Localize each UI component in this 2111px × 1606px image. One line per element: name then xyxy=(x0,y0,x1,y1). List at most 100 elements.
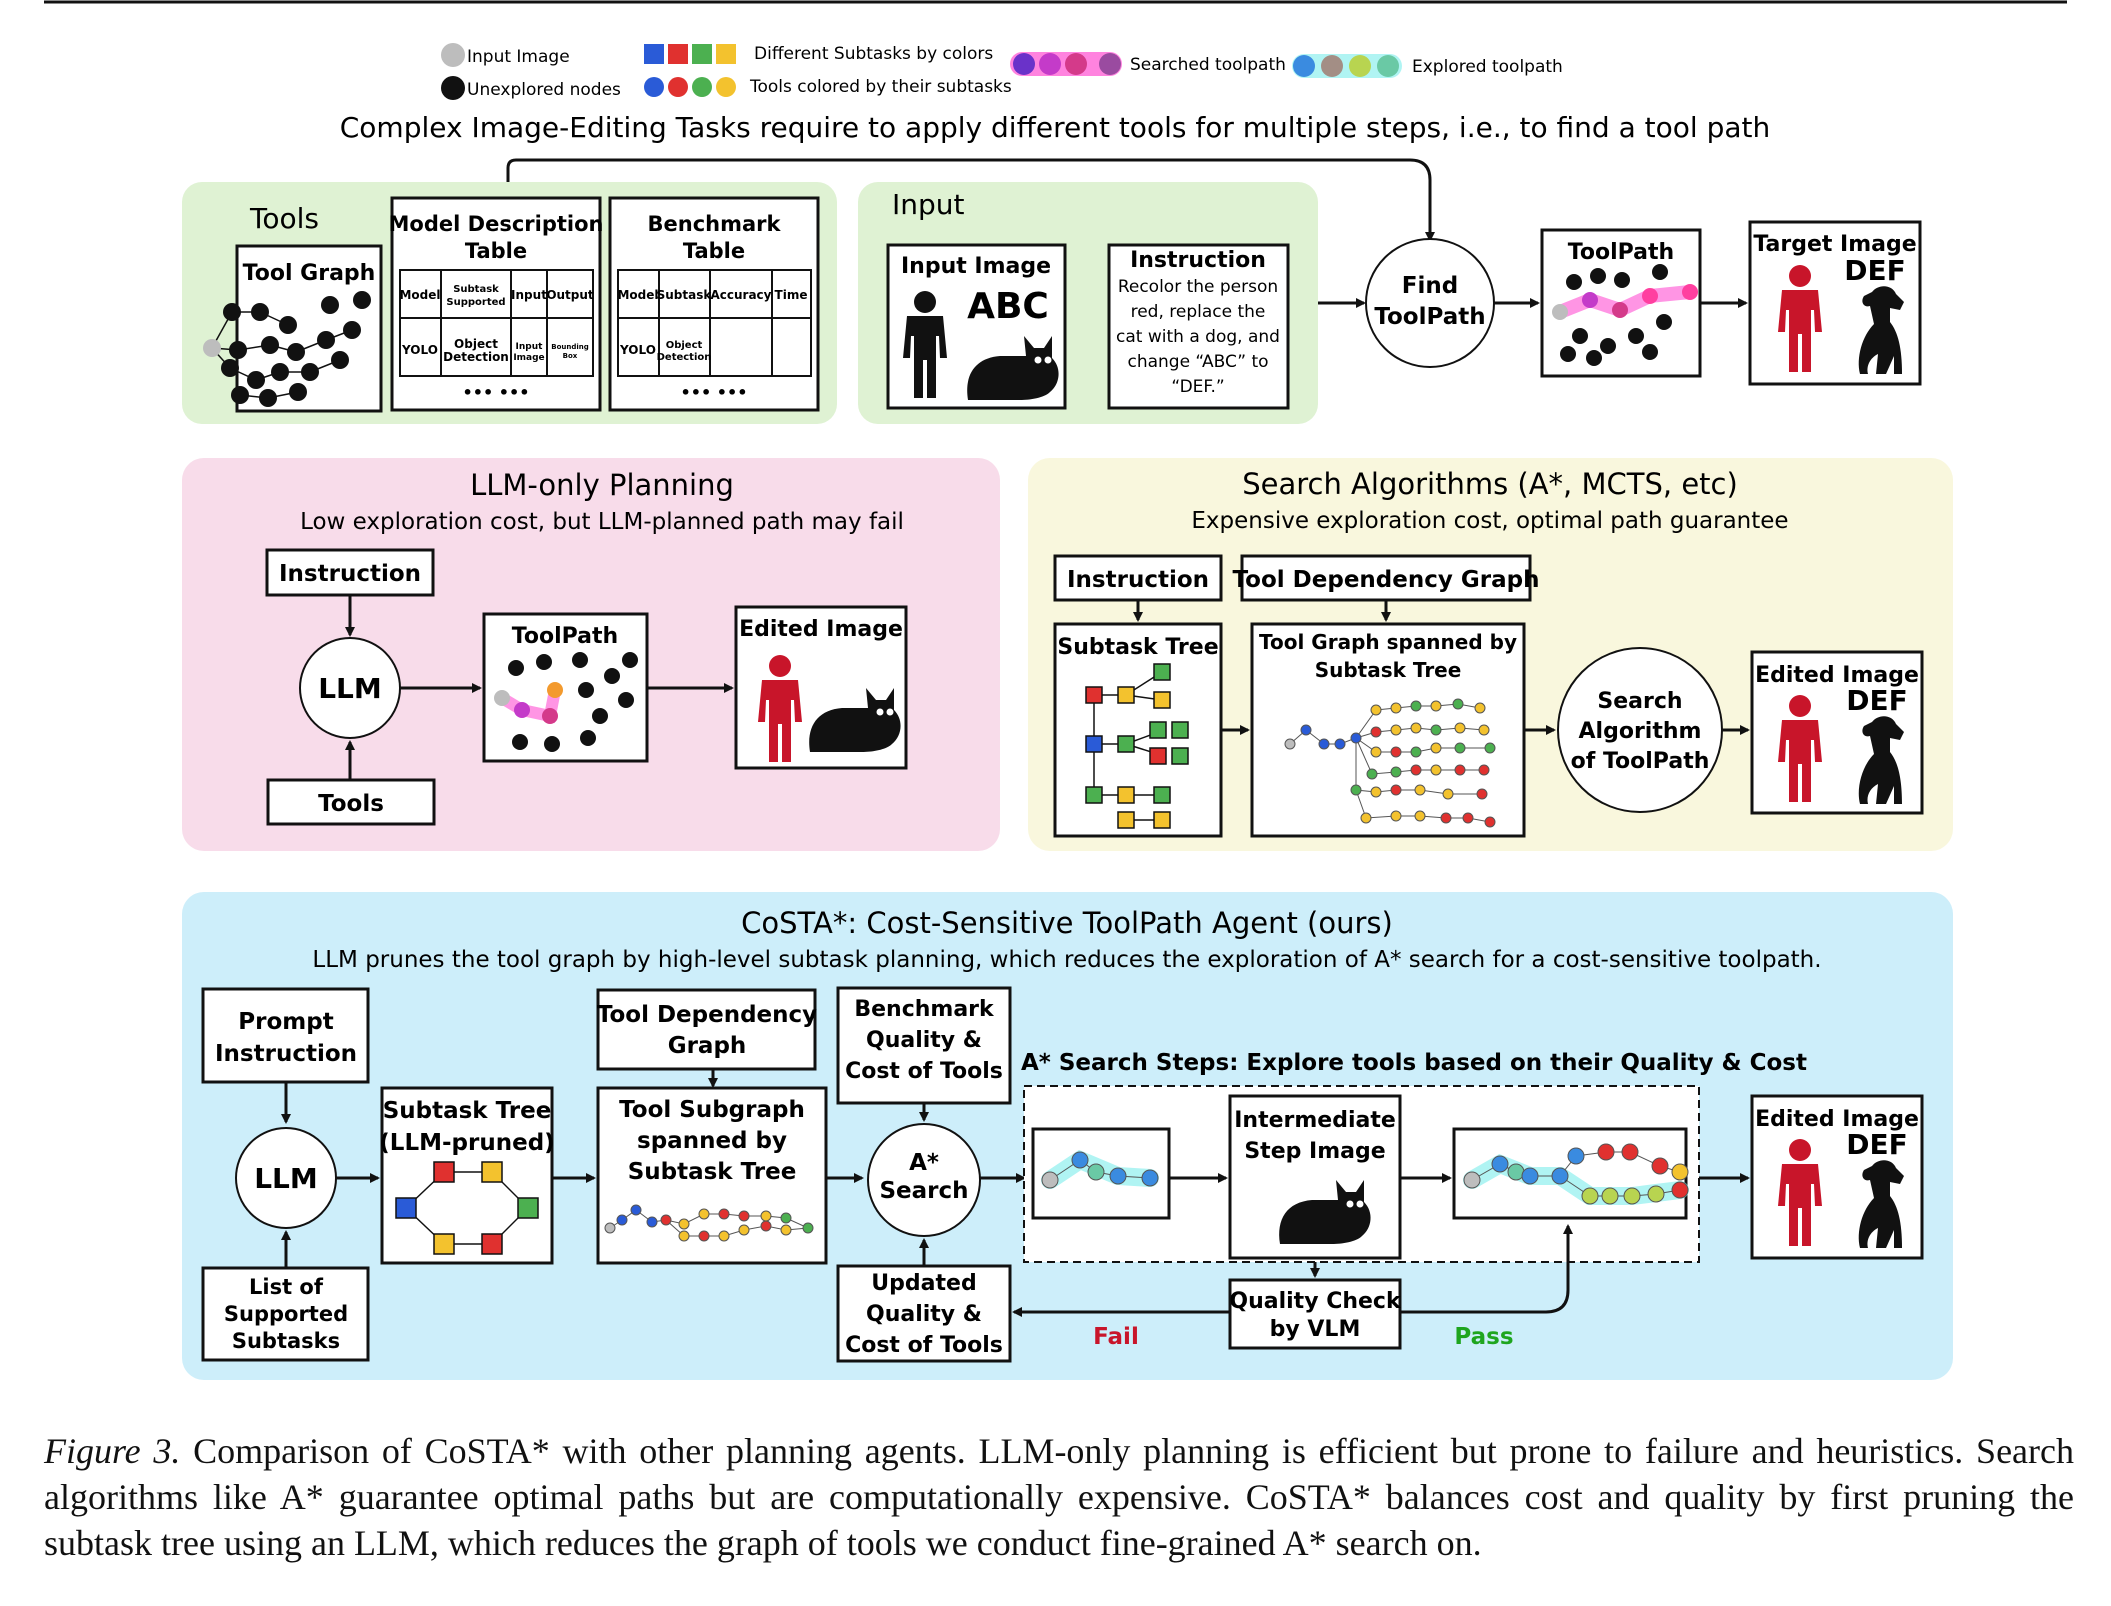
costa-tool-subgraph-label-1: Tool Subgraph xyxy=(619,1097,805,1123)
model-desc-header-supported: Supported xyxy=(446,297,505,308)
find-toolpath-label-1: Find xyxy=(1402,273,1458,299)
toolpath-label: ToolPath xyxy=(1568,240,1674,265)
model-desc-cell-image: Image xyxy=(513,353,544,363)
benchmark-header-time: Time xyxy=(775,288,808,302)
search-panel-subtitle: Expensive exploration cost, optimal path… xyxy=(1191,508,1788,534)
search-tool-graph-label-1: Tool Graph spanned by xyxy=(1259,630,1517,654)
instruction-line-1: Recolor the person xyxy=(1118,277,1278,297)
instruction-line-3: cat with a dog, and xyxy=(1116,327,1280,347)
tool-graph-label: Tool Graph xyxy=(243,261,376,286)
llm-toolpath-box xyxy=(482,612,649,763)
llm-edited-image-label: Edited Image xyxy=(739,617,903,642)
benchmark-grid xyxy=(617,269,812,377)
caption-text: Comparison of CoSTA* with other planning… xyxy=(44,1431,2074,1563)
model-desc-cell-detection: Detection xyxy=(443,350,509,364)
costa-supported-label-1: List of xyxy=(249,1275,324,1299)
search-tool-graph-nodes xyxy=(1284,698,1496,828)
search-edited-def-text: DEF xyxy=(1846,684,1908,717)
legend-unexplored-nodes: Unexplored nodes xyxy=(467,80,621,100)
costa-updated-label-1: Updated xyxy=(871,1271,976,1296)
costa-tool-subgraph-nodes xyxy=(604,1204,814,1242)
costa-supported-label-2: Supported xyxy=(224,1302,348,1326)
quality-check-label-1: Quality Check xyxy=(1229,1289,1402,1314)
legend-explored-toolpath: Explored toolpath xyxy=(1412,57,1563,77)
costa-astar-label-2: Search xyxy=(879,1178,968,1204)
model-desc-ellipsis: ••• ••• xyxy=(463,383,530,402)
search-tool-dep-label: Tool Dependency Graph xyxy=(1233,567,1540,593)
costa-updated-label-3: Cost of Tools xyxy=(845,1333,1003,1358)
costa-astar-node xyxy=(867,1123,981,1237)
instruction-title: Instruction xyxy=(1130,248,1266,273)
costa-benchmark-box xyxy=(836,986,1012,1105)
model-desc-cell-object: Object xyxy=(454,337,498,351)
intermediate-label-1: Intermediate xyxy=(1234,1108,1396,1133)
costa-supported-box xyxy=(201,1266,370,1362)
quality-check-label-2: by VLM xyxy=(1270,1317,1361,1342)
input-image-label: Input Image xyxy=(901,254,1051,279)
astar-step1-nodes xyxy=(1041,1151,1159,1189)
costa-subtask-tree-label-2: (LLM-pruned) xyxy=(379,1130,554,1156)
costa-benchmark-label-1: Benchmark xyxy=(854,997,995,1022)
input-image-abc-text: ABC xyxy=(967,286,1049,327)
costa-llm-label: LLM xyxy=(254,1162,318,1195)
search-algo-label-2: Algorithm xyxy=(1579,719,1702,744)
figure-caption: Figure 3. Comparison of CoSTA* with othe… xyxy=(44,1428,2074,1566)
costa-tool-subgraph-label-3: Subtask Tree xyxy=(628,1159,797,1185)
legend-tools-colored: Tools colored by their subtasks xyxy=(749,77,1012,97)
model-desc-cell-bounding: Bounding xyxy=(551,343,589,351)
benchmark-ellipsis: ••• ••• xyxy=(681,383,748,402)
costa-tool-dep-label-2: Graph xyxy=(668,1033,747,1059)
intermediate-label-2: Step Image xyxy=(1244,1139,1385,1164)
costa-edited-def-text: DEF xyxy=(1846,1128,1908,1161)
pass-arrow xyxy=(1400,1224,1573,1314)
target-image-def-text: DEF xyxy=(1844,254,1906,287)
llm-tools-label: Tools xyxy=(318,791,384,817)
benchmark-cell-object: Object xyxy=(666,340,703,351)
instruction-line-2: red, replace the xyxy=(1131,302,1266,322)
model-desc-header-model: Model xyxy=(399,288,440,302)
costa-astar-label-1: A* xyxy=(909,1150,939,1176)
quality-check-box xyxy=(1228,1278,1402,1350)
llm-toolpath-label: ToolPath xyxy=(512,624,618,649)
llm-panel-title: LLM-only Planning xyxy=(470,468,734,502)
costa-subtask-tree-nodes xyxy=(395,1161,539,1255)
input-panel-title: Input xyxy=(892,188,965,221)
pass-label: Pass xyxy=(1454,1324,1513,1350)
headline: Complex Image-Editing Tasks require to a… xyxy=(340,111,1771,144)
tool-graph-node-dots xyxy=(203,291,371,407)
costa-benchmark-label-2: Quality & xyxy=(866,1028,982,1053)
target-image-label: Target Image xyxy=(1753,232,1916,257)
costa-astar-steps-label: A* Search Steps: Explore tools based on … xyxy=(1021,1050,1807,1076)
model-desc-cell-box: Box xyxy=(563,352,578,360)
search-tool-graph-label-2: Subtask Tree xyxy=(1315,658,1462,682)
tools-panel-title: Tools xyxy=(249,202,319,235)
instruction-line-5: “DEF.” xyxy=(1171,377,1224,397)
costa-updated-box xyxy=(836,1264,1012,1363)
llm-instruction-box xyxy=(265,548,435,597)
tools-to-find-arrow xyxy=(506,158,1435,242)
search-subtask-tree-nodes xyxy=(1085,663,1189,829)
legend-input-image: Input Image xyxy=(467,47,570,67)
find-toolpath-label-2: ToolPath xyxy=(1374,304,1485,330)
caption-label: Figure 3. xyxy=(44,1431,181,1471)
model-desc-header-input: Input xyxy=(511,288,547,302)
llm-panel-subtitle: Low exploration cost, but LLM-planned pa… xyxy=(300,509,904,535)
benchmark-header-accuracy: Accuracy xyxy=(710,288,771,302)
benchmark-table xyxy=(608,196,820,412)
llm-toolpath-nodes xyxy=(494,652,638,752)
costa-updated-label-2: Quality & xyxy=(866,1302,982,1327)
costa-panel-subtitle: LLM prunes the tool graph by high-level … xyxy=(312,947,1821,973)
costa-prompt-label-2: Instruction xyxy=(215,1041,357,1067)
search-algo-label-1: Search xyxy=(1597,689,1682,714)
benchmark-header-model: Model xyxy=(617,288,658,302)
llm-instruction-label: Instruction xyxy=(279,561,421,587)
search-edited-image-label: Edited Image xyxy=(1755,663,1919,688)
costa-edited-image-label: Edited Image xyxy=(1755,1107,1919,1132)
benchmark-title-1: Benchmark xyxy=(648,212,782,236)
legend: Input Image Unexplored nodes Different S… xyxy=(441,43,1563,100)
model-desc-title-1: Model Description xyxy=(389,212,604,236)
model-desc-grid xyxy=(399,269,594,377)
model-desc-title-2: Table xyxy=(465,239,527,263)
costa-subtask-tree-label-1: Subtask Tree xyxy=(383,1098,552,1124)
costa-tool-dep-label-1: Tool Dependency xyxy=(597,1002,817,1028)
